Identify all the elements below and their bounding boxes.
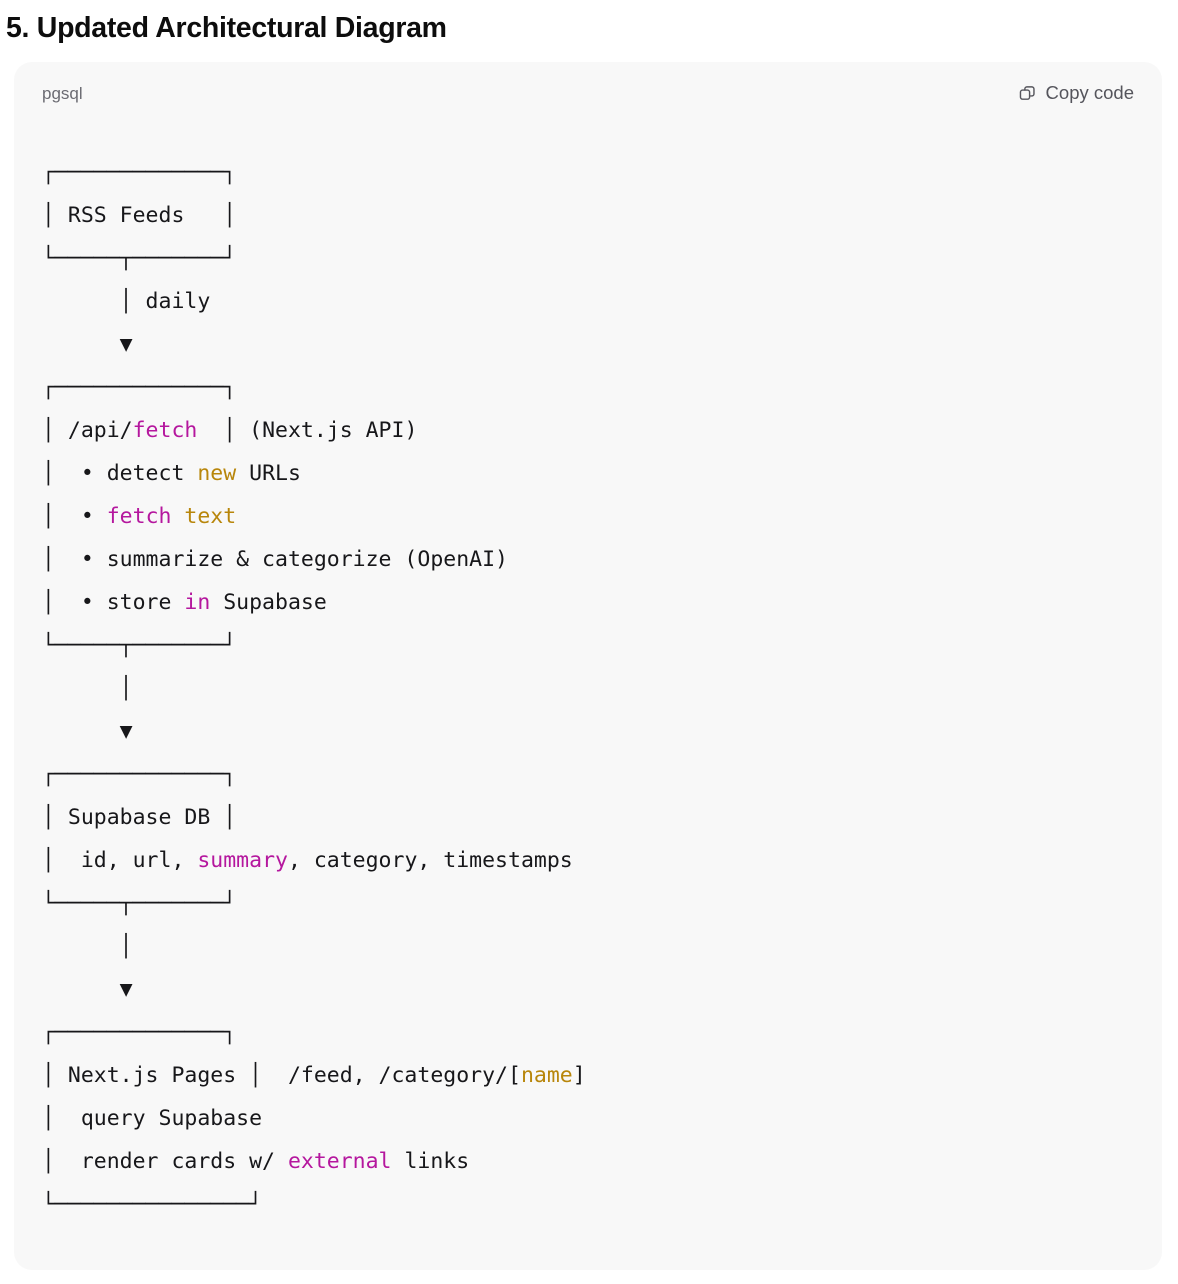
token-name: name (520, 1063, 573, 1088)
code-language-label: pgsql (42, 84, 83, 103)
edge-db-to-pages: │ ▼ (119, 934, 133, 1002)
node-api-fetch: ┌─────────────┐ │ /api/fetch │ (Next.js … (42, 375, 508, 658)
token-external: external (287, 1149, 392, 1174)
token-text: text (184, 504, 237, 529)
token-fetch-2: fetch (106, 504, 172, 529)
token-new: new (197, 461, 237, 486)
edge-api-to-db: │ ▼ (119, 676, 133, 744)
code-block-card: pgsql Copy code ┌─────────────┐ │ RSS Fe… (14, 62, 1162, 1270)
token-summary: summary (197, 848, 288, 873)
ascii-diagram: ┌─────────────┐ │ RSS Feeds │ └─────┬───… (14, 109, 1162, 1256)
token-fetch: fetch (132, 418, 198, 443)
node-rss-feeds: ┌─────────────┐ │ RSS Feeds │ └─────┬───… (42, 160, 237, 271)
ascii-diagram-text: ┌─────────────┐ │ RSS Feeds │ └─────┬───… (42, 151, 1134, 1226)
node-nextjs-pages: ┌─────────────┐ │ Next.js Pages │ /feed,… (42, 1020, 586, 1217)
copy-code-button[interactable]: Copy code (1018, 84, 1134, 103)
copy-code-label: Copy code (1045, 82, 1134, 104)
node-supabase-db: ┌─────────────┐ │ Supabase DB │ │ id, ur… (42, 762, 573, 916)
code-block-header: pgsql Copy code (14, 62, 1162, 109)
copy-icon (1018, 84, 1037, 103)
edge-rss-to-api: │ daily ▼ (119, 289, 211, 357)
token-in: in (184, 590, 211, 615)
page-title: 5. Updated Architectural Diagram (6, 12, 447, 44)
